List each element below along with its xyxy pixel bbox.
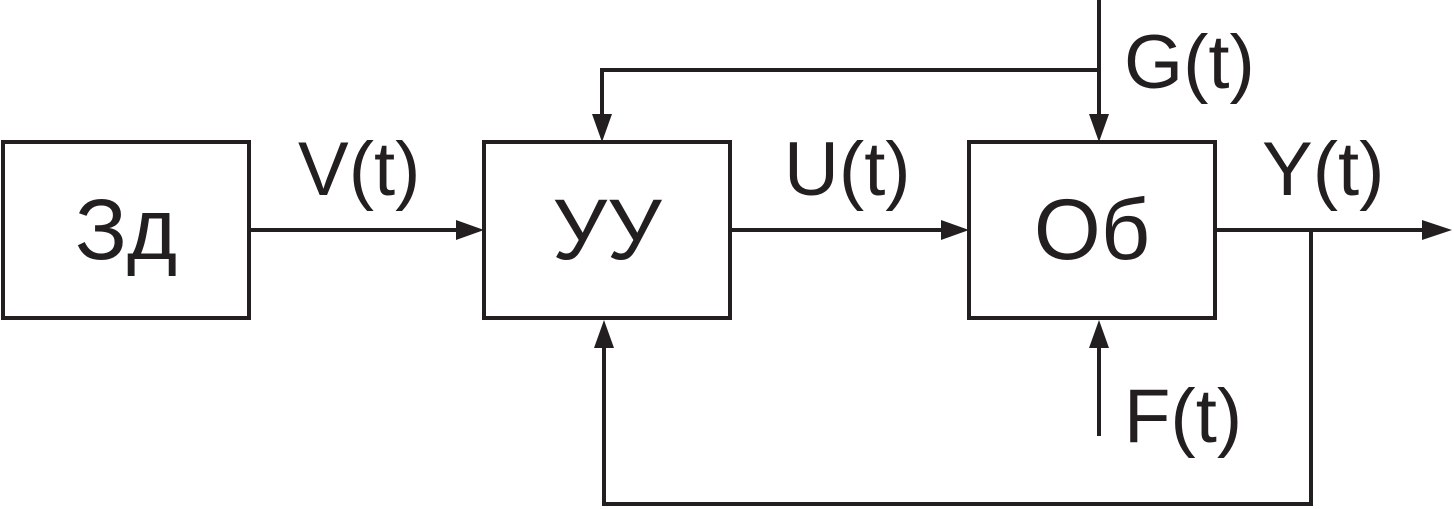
feedback-loop	[594, 230, 1313, 506]
feedback-arrowhead	[594, 320, 614, 348]
plant-block: Об	[967, 140, 1217, 320]
signal-g-branch-arrowhead	[592, 114, 612, 142]
setpoint-block-frame	[1, 140, 251, 320]
signal-f-arrowhead	[1089, 320, 1109, 348]
setpoint-block: Зд	[1, 140, 251, 320]
signal-u-label: U(t)	[784, 127, 911, 212]
signal-f-label: F(t)	[1124, 374, 1242, 459]
plant-block-frame	[967, 140, 1217, 320]
signal-f-connection: F(t)	[1089, 320, 1242, 459]
signal-y-label: Y(t)	[1262, 127, 1384, 212]
signal-v-arrowhead	[456, 220, 484, 240]
feedback-wire	[602, 230, 1313, 506]
signal-u-connection: U(t)	[732, 127, 969, 240]
signal-g-branch-wire	[600, 68, 1099, 118]
controller-block-label: УУ	[552, 182, 663, 278]
setpoint-block-label: Зд	[75, 182, 177, 278]
controller-block: УУ	[482, 140, 732, 320]
signal-y-arrowhead	[1422, 220, 1452, 240]
signal-u-arrowhead	[941, 220, 969, 240]
signal-y-connection: Y(t)	[1217, 127, 1452, 240]
signal-v-label: V(t)	[298, 127, 420, 212]
signal-g-connection: G(t)	[592, 0, 1255, 142]
signal-g-arrowhead	[1089, 114, 1109, 142]
signal-v-connection: V(t)	[251, 127, 484, 240]
signal-g-label: G(t)	[1124, 20, 1255, 105]
controller-block-frame	[482, 140, 732, 320]
plant-block-label: Об	[1034, 182, 1150, 278]
